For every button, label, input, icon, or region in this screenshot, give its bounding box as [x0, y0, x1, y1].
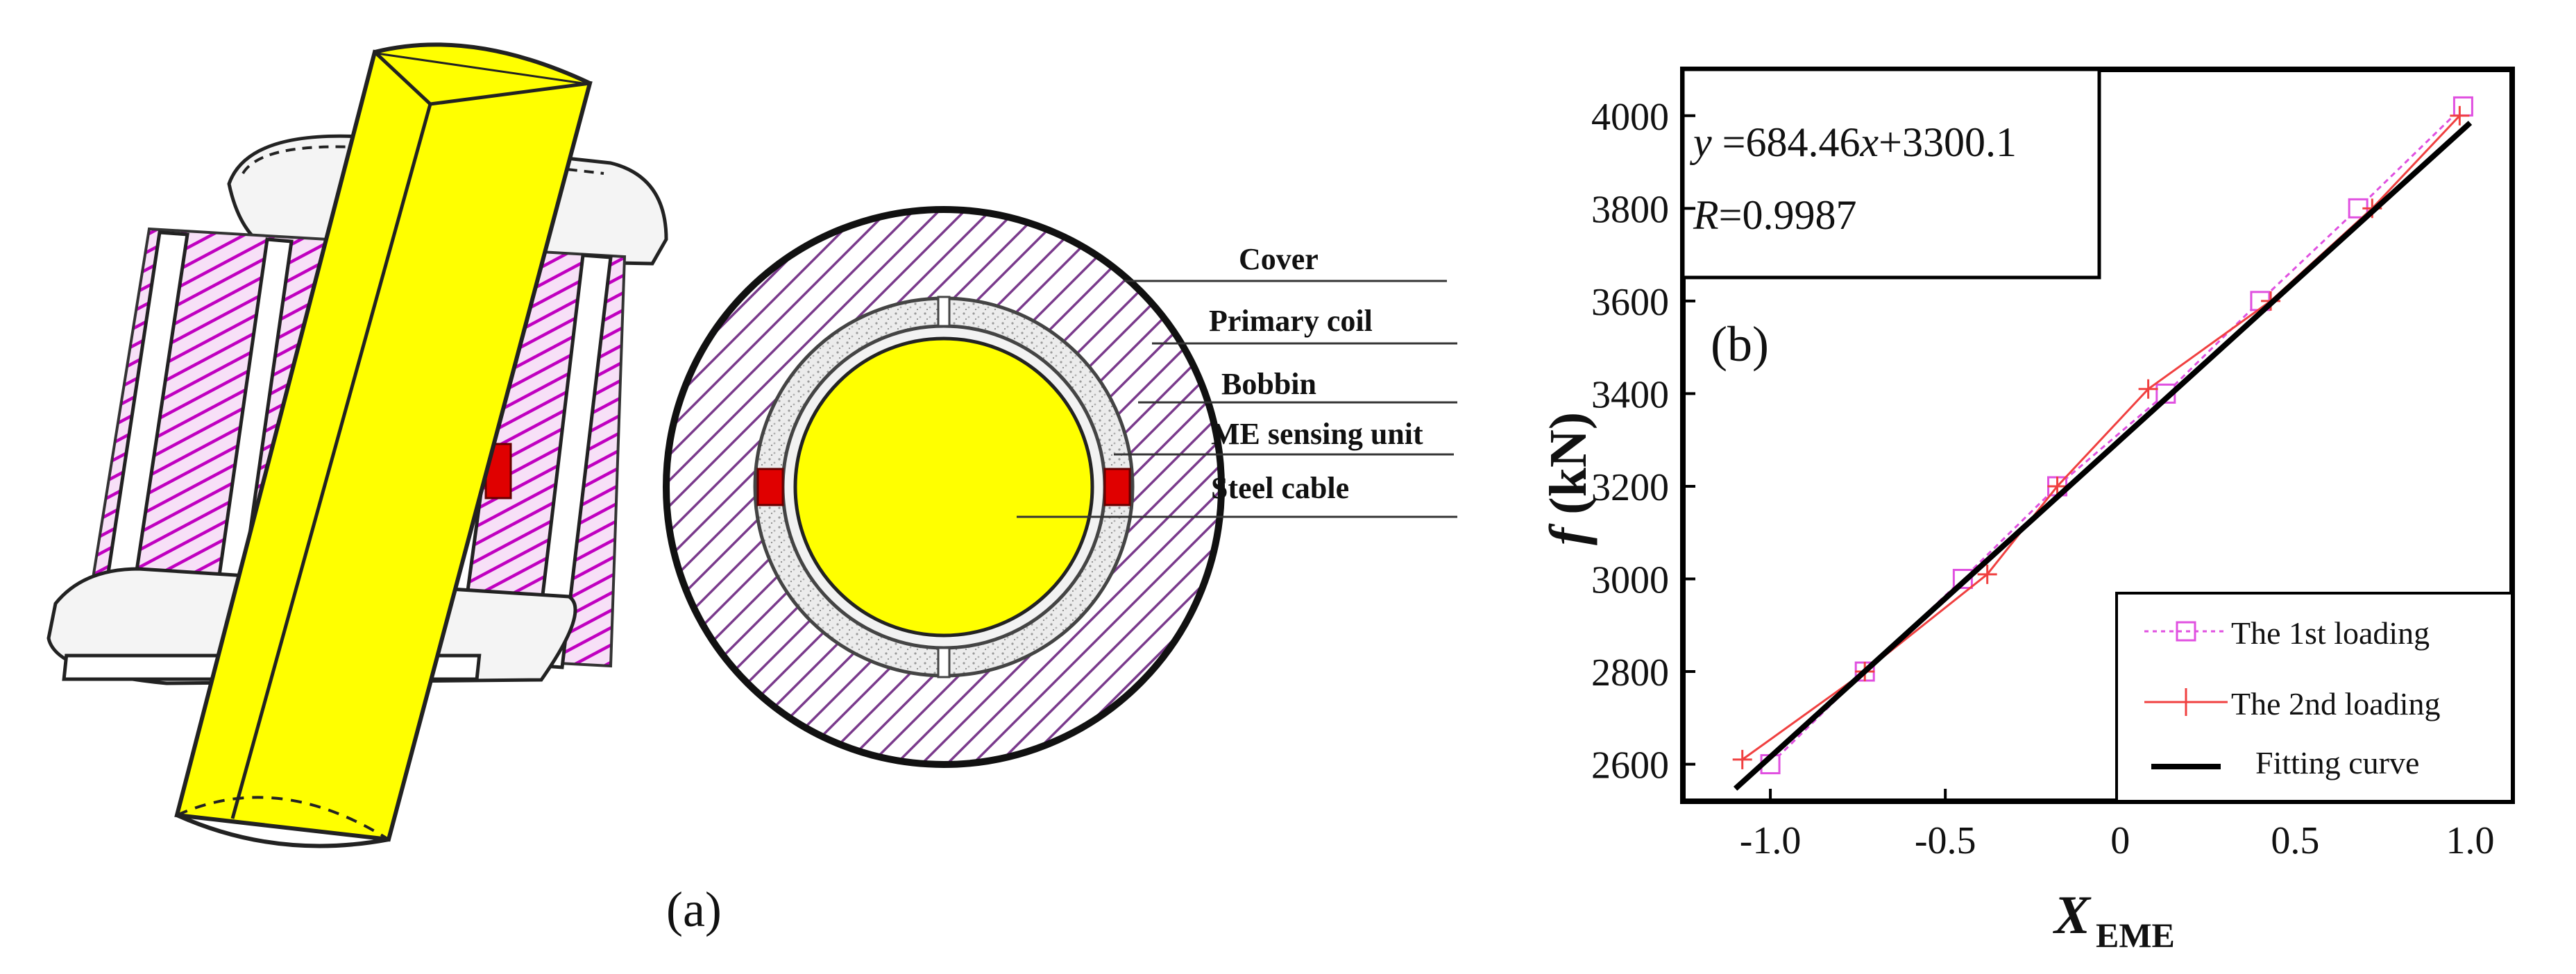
bobbin-gap-top [937, 296, 951, 327]
x-axis-label-subscript: EME [2096, 916, 2175, 955]
label-primary-coil: Primary coil [1209, 304, 1373, 338]
me-unit-left [756, 468, 784, 506]
loading-chart: y =684.46x+3300.1 R=0.9987 (b) 2600 2800 3… [1539, 67, 2515, 955]
x-tick-label: 0 [2110, 819, 2130, 862]
equation-text: y =684.46x+3300.1 [1689, 119, 2017, 165]
y-tick-label: 3400 [1591, 373, 1669, 416]
legend-label-fitting-curve: Fitting curve [2255, 745, 2419, 780]
part-labels: Cover Primary coil Bobbin ME sensing uni… [1209, 242, 1423, 505]
label-steel-cable: Steel cable [1211, 471, 1349, 505]
panel-a-caption: (a) [666, 882, 722, 937]
label-me-sensing-unit: ME sensing unit [1211, 417, 1423, 451]
series-layer [1732, 96, 2473, 791]
legend-label-1st-loading: The 1st loading [2231, 615, 2430, 651]
y-tick-label: 3000 [1591, 558, 1669, 601]
series-line-1 [1770, 105, 2464, 765]
legend-item-fitting-curve: Fitting curve [2151, 745, 2419, 780]
point-2nd-loading [1977, 564, 1997, 584]
bobbin-gap-bottom [937, 647, 951, 678]
label-bobbin: Bobbin [1221, 367, 1316, 401]
point-1st-loading [2452, 96, 2473, 117]
equation-box [1681, 67, 2101, 280]
r-value-text: R=0.9987 [1693, 192, 1857, 238]
y-tick-label: 4000 [1591, 96, 1669, 139]
y-axis-ticks: 2600 2800 3000 3200 3400 3600 3800 4000 [1591, 96, 1695, 787]
point-2nd-loading [2450, 105, 2470, 126]
x-tick-label: -1.0 [1740, 819, 1802, 862]
x-tick-label: -0.5 [1915, 819, 1976, 862]
sensor-cross-section [663, 206, 1225, 768]
point-2nd-loading [2138, 379, 2158, 399]
x-axis-ticks: -1.0 -0.5 0 0.5 1.0 [1740, 789, 2494, 862]
panel-b-label: (b) [1711, 316, 1769, 372]
legend-item-1st-loading: The 1st loading [2144, 615, 2430, 651]
steel-cable-section [793, 336, 1094, 638]
y-tick-label: 3800 [1591, 188, 1669, 231]
legend-label-2nd-loading: The 2nd loading [2231, 686, 2441, 721]
point-2nd-loading [2047, 476, 2067, 496]
sensor-3d-drawing [46, 42, 668, 848]
x-tick-label: 0.5 [2271, 819, 2319, 862]
steel-cable-3d [174, 42, 593, 848]
point-2nd-loading [1732, 749, 1752, 769]
y-tick-label: 3600 [1591, 281, 1669, 324]
legend-item-2nd-loading: The 2nd loading [2144, 686, 2441, 721]
legend: The 1st loading The 2nd loading Fitting … [2115, 592, 2514, 803]
fitting-curve-line [1733, 121, 2473, 791]
y-tick-label: 2800 [1591, 651, 1669, 694]
y-tick-label: 3200 [1591, 466, 1669, 509]
y-tick-label: 2600 [1591, 744, 1669, 787]
x-tick-label: 1.0 [2446, 819, 2494, 862]
label-cover: Cover [1239, 242, 1319, 276]
me-unit-right [1103, 468, 1131, 506]
leader-lines [1017, 280, 1457, 518]
y-axis-label: f (kN) [1539, 412, 1598, 545]
x-axis-label: X [2053, 885, 2092, 945]
